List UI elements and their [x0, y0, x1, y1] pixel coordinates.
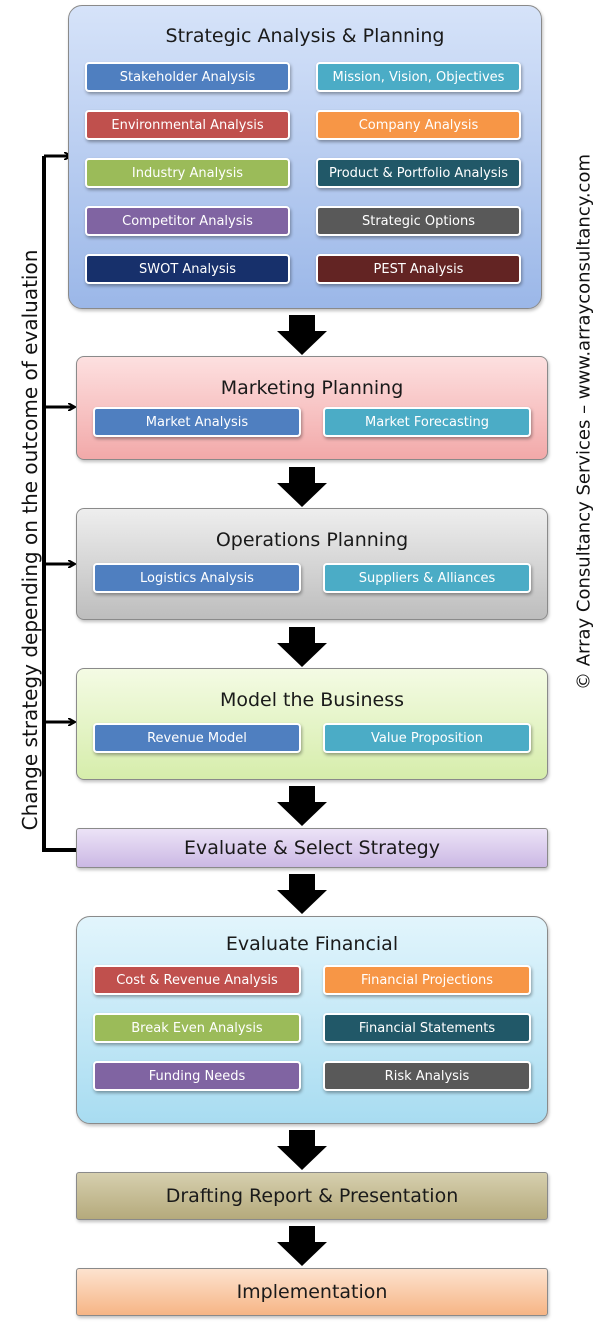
chip-strategic-options[interactable]: Strategic Options: [316, 206, 521, 236]
flow-arrow-7: [277, 1226, 327, 1266]
chip-product-portfolio-analysis[interactable]: Product & Portfolio Analysis: [316, 158, 521, 188]
chip-swot-analysis[interactable]: SWOT Analysis: [85, 254, 290, 284]
chip-risk-analysis[interactable]: Risk Analysis: [323, 1061, 531, 1091]
stage-title-financial: Evaluate Financial: [225, 933, 399, 955]
chip-stakeholder-analysis[interactable]: Stakeholder Analysis: [85, 62, 290, 92]
stage-title-strategic: Strategic Analysis & Planning: [165, 25, 445, 47]
chip-environmental-analysis[interactable]: Environmental Analysis: [85, 110, 290, 140]
copyright-text: © Array Consultancy Services – www.array…: [573, 154, 595, 690]
chip-revenue-model[interactable]: Revenue Model: [93, 723, 301, 753]
chip-financial-statements[interactable]: Financial Statements: [323, 1013, 531, 1043]
chip-market-analysis[interactable]: Market Analysis: [93, 407, 301, 437]
stage-operations: Operations Planning Logistics Analysis S…: [76, 508, 548, 620]
chip-logistics-analysis[interactable]: Logistics Analysis: [93, 563, 301, 593]
flow-arrow-6: [277, 1130, 327, 1170]
chip-suppliers-alliances[interactable]: Suppliers & Alliances: [323, 563, 531, 593]
chip-competitor-analysis[interactable]: Competitor Analysis: [85, 206, 290, 236]
stage-title-model: Model the Business: [219, 689, 405, 711]
feedback-line: [42, 156, 76, 852]
chip-market-forecasting[interactable]: Market Forecasting: [323, 407, 531, 437]
chip-value-proposition[interactable]: Value Proposition: [323, 723, 531, 753]
feedback-label: Change strategy depending on the outcome…: [18, 249, 42, 831]
stage-title-marketing: Marketing Planning: [220, 377, 404, 399]
flow-arrow-4: [277, 786, 327, 826]
stage-model: Model the Business Revenue Model Value P…: [76, 668, 548, 780]
chip-pest-analysis[interactable]: PEST Analysis: [316, 254, 521, 284]
chip-industry-analysis[interactable]: Industry Analysis: [85, 158, 290, 188]
stage-evaluate-select: Evaluate & Select Strategy: [76, 828, 548, 868]
flow-arrow-3: [277, 627, 327, 667]
chip-funding-needs[interactable]: Funding Needs: [93, 1061, 301, 1091]
stage-drafting: Drafting Report & Presentation: [76, 1172, 548, 1220]
stage-title-operations: Operations Planning: [215, 529, 409, 551]
chip-cost-revenue-analysis[interactable]: Cost & Revenue Analysis: [93, 965, 301, 995]
flow-arrow-2: [277, 467, 327, 507]
stage-marketing: Marketing Planning Market Analysis Marke…: [76, 356, 548, 460]
stage-financial: Evaluate Financial Cost & Revenue Analys…: [76, 916, 548, 1124]
flow-arrow-1: [277, 315, 327, 355]
chip-mission-vision-objectives[interactable]: Mission, Vision, Objectives: [316, 62, 521, 92]
chip-financial-projections[interactable]: Financial Projections: [323, 965, 531, 995]
stage-implementation: Implementation: [76, 1268, 548, 1316]
chip-break-even-analysis[interactable]: Break Even Analysis: [93, 1013, 301, 1043]
stage-strategic: Strategic Analysis & Planning Stakeholde…: [68, 5, 542, 309]
flow-arrow-5: [277, 874, 327, 914]
chip-company-analysis[interactable]: Company Analysis: [316, 110, 521, 140]
